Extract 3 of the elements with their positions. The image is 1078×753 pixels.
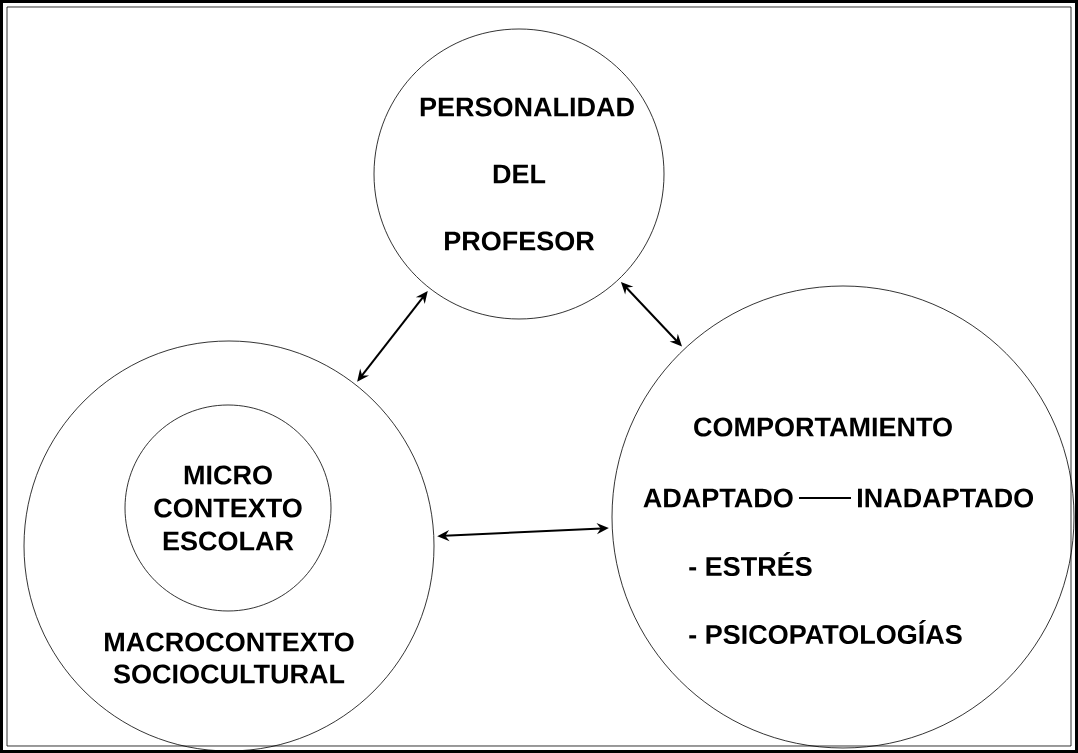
label-text: INADAPTADO [858, 488, 1034, 508]
circle-node: PERSONALIDAD DEL PROFESOR [373, 28, 665, 320]
label-text: ADAPTADO [643, 488, 793, 508]
